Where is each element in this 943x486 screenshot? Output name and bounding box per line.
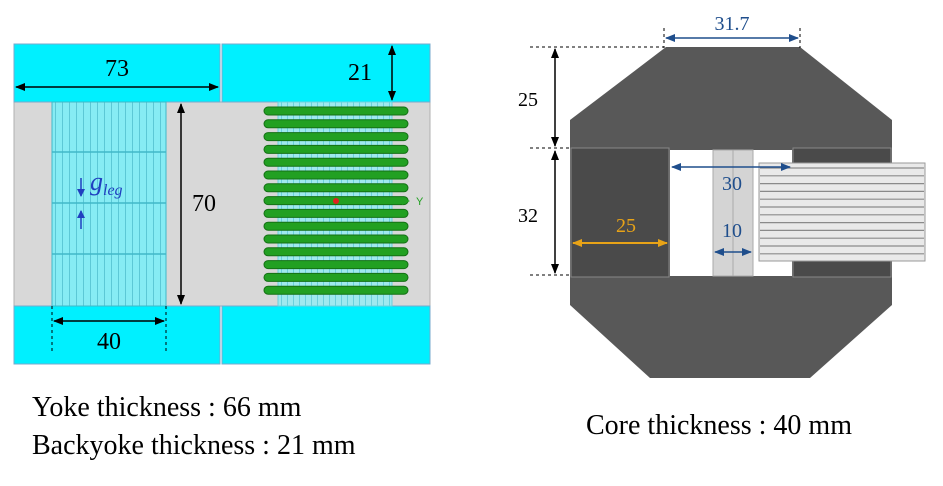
gap-label: gleg [90, 167, 123, 199]
bottom-yoke-left [13, 305, 221, 365]
top-yoke-right [221, 43, 431, 103]
winding-block [758, 162, 926, 262]
dim-top-width-label: 31.7 [715, 13, 750, 35]
coil-turn [263, 144, 409, 154]
dim-yoke-width-label: 73 [105, 56, 129, 82]
coil-turn [263, 247, 409, 257]
origin-marker [333, 198, 339, 204]
coil-winding [263, 106, 409, 295]
coil-turn [263, 260, 409, 270]
dim-window-height-label: 32 [518, 205, 538, 227]
dim-top-height-label: 25 [518, 89, 538, 111]
coil-turn [263, 234, 409, 244]
left-view: Y 73 21 70 40 gleg [13, 43, 431, 365]
caption-core-thickness: Core thickness : 40 mm [586, 410, 852, 441]
dim-window-width-label: 30 [722, 173, 742, 195]
coil-turn [263, 132, 409, 142]
dim-leg-width-label-right: 25 [616, 215, 636, 237]
top-yoke-left [13, 43, 221, 103]
left-leg-section [570, 147, 670, 278]
dim-backyoke-height-label: 21 [348, 60, 372, 86]
dim-inner-width-label: 10 [722, 220, 742, 242]
coil-turn [263, 170, 409, 180]
coil-turn [263, 157, 409, 167]
caption-backyoke-thickness: Backyoke thickness : 21 mm [32, 430, 356, 461]
coil-turn [263, 221, 409, 231]
caption-yoke-thickness: Yoke thickness : 66 mm [32, 392, 302, 423]
coil-turn [263, 272, 409, 282]
axis-y-arrow [402, 197, 410, 205]
coil-turn [263, 208, 409, 218]
right-view: 31.7 25 32 25 30 10 [518, 13, 926, 378]
coil-turn [263, 183, 409, 193]
coil-turn [263, 285, 409, 295]
dim-leg-height-label: 70 [192, 191, 216, 217]
dim-leg-width-label: 40 [97, 329, 121, 355]
gap-subscript: leg [103, 182, 123, 199]
bottom-yoke-right [221, 305, 431, 365]
coil-turn [263, 106, 409, 116]
coil-turn [263, 119, 409, 129]
axis-y-label: Y [416, 196, 424, 208]
left-leg [51, 101, 167, 307]
